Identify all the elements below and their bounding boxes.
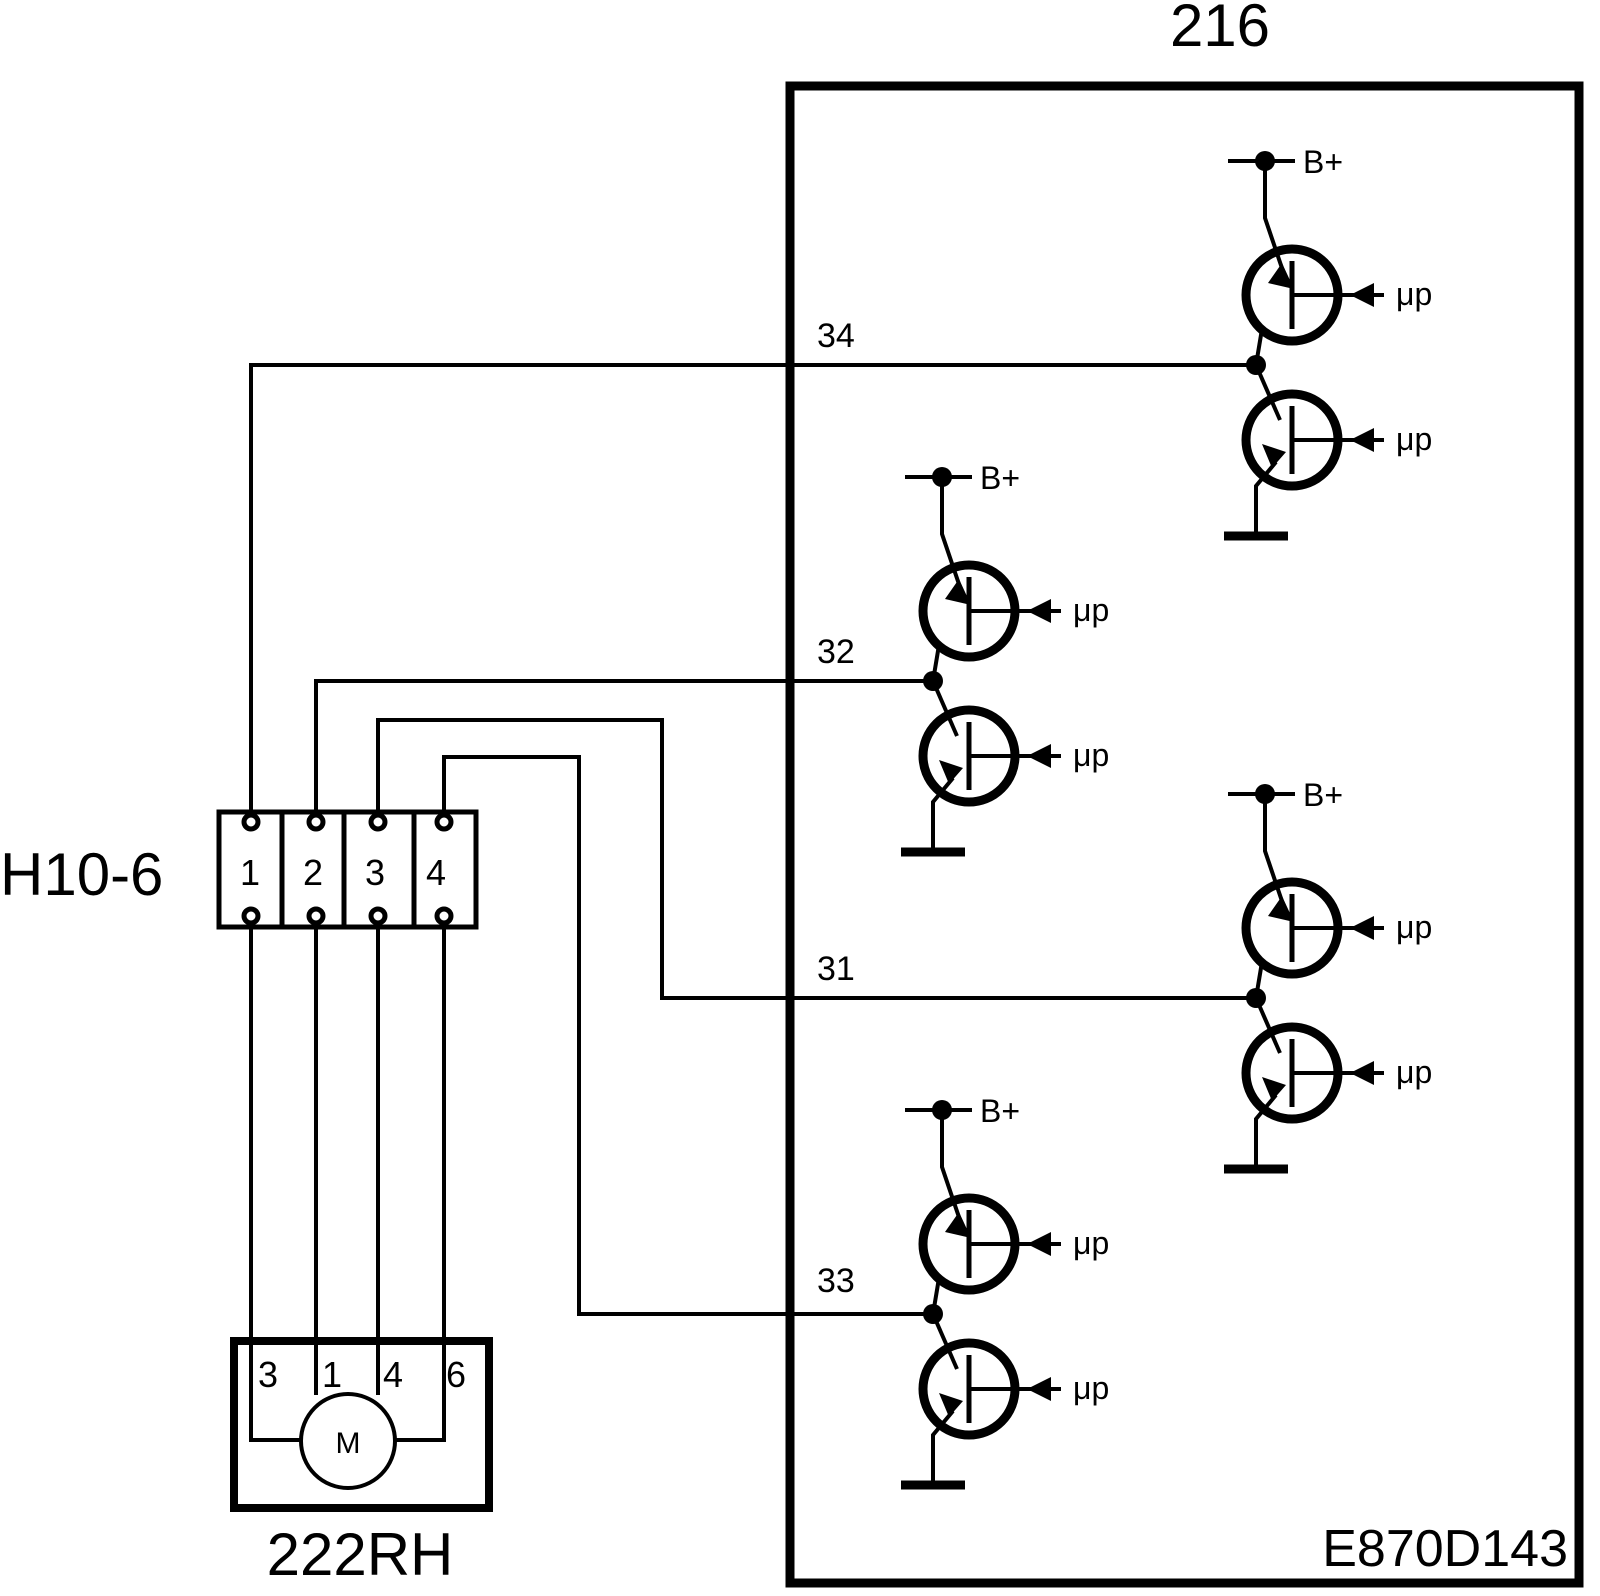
wire-label-31: 31 [817, 950, 855, 988]
motor-pin: 1 [322, 1354, 342, 1395]
motor-label: 222RH [267, 1521, 454, 1588]
collector-lead [940, 1110, 966, 1233]
module-label: 216 [1170, 0, 1270, 59]
connector-pin: 2 [303, 852, 323, 893]
collector-lead [931, 1313, 959, 1370]
emitter-arrow-icon [939, 1393, 963, 1417]
collector-lead [1254, 364, 1282, 421]
motor-pin: 3 [258, 1354, 278, 1395]
harness-wires [249, 363, 1252, 1316]
wire-32 [314, 679, 928, 815]
control-label: μp [1073, 1225, 1109, 1261]
ground-lead [931, 776, 955, 852]
control-label: μp [1073, 592, 1109, 628]
connector-label: H10-6 [0, 841, 163, 908]
connector-terminals [241, 812, 454, 926]
control-label: μp [1396, 421, 1432, 457]
connector-h10-6 [216, 809, 479, 930]
wire-33 [442, 755, 928, 1316]
control-arrow-icon [1027, 1377, 1051, 1401]
emitter-arrow-icon [1262, 444, 1286, 468]
collector-lead [1263, 794, 1289, 917]
emitter-arrow-icon [1268, 263, 1294, 289]
ground-lead [1254, 1093, 1278, 1169]
collector-lead [940, 477, 966, 600]
motor-pin: 4 [383, 1354, 403, 1395]
control-label: μp [1073, 1370, 1109, 1406]
supply-label: B+ [980, 460, 1020, 496]
collector-lead [1254, 997, 1282, 1054]
ground-lead [931, 1409, 955, 1485]
emitter-arrow-icon [1268, 896, 1294, 922]
emitter-arrow-icon [939, 760, 963, 784]
wire-31 [376, 718, 1252, 1000]
connector-pin: 1 [240, 852, 260, 893]
ground-lead [1254, 460, 1278, 536]
control-arrow-icon [1027, 1232, 1051, 1256]
wire-label-33: 33 [817, 1262, 855, 1300]
wire-34 [249, 363, 1252, 815]
emitter-arrow-icon [945, 579, 971, 605]
wire-label-34: 34 [817, 317, 855, 355]
wire-label-32: 32 [817, 633, 855, 671]
connector-pin: 4 [426, 852, 446, 893]
collector-lead [1263, 161, 1289, 284]
emitter-arrow-icon [1262, 1077, 1286, 1101]
control-arrow-icon [1350, 428, 1374, 452]
module-216-box [785, 81, 1584, 1588]
motor-wires [249, 923, 446, 1442]
motor-symbol [299, 1392, 397, 1490]
supply-label: B+ [1303, 777, 1343, 813]
collector-lead [931, 680, 959, 737]
control-label: μp [1073, 737, 1109, 773]
control-arrow-icon [1027, 744, 1051, 768]
control-arrow-icon [1027, 599, 1051, 623]
motor-222rh-box [230, 1337, 493, 1512]
control-arrow-icon [1350, 1061, 1374, 1085]
control-arrow-icon [1350, 916, 1374, 940]
motor-pin: 6 [446, 1354, 466, 1395]
motor-symbol-label: M [336, 1427, 361, 1460]
drawing-id: E870D143 [1322, 1520, 1568, 1578]
emitter-arrow-icon [945, 1212, 971, 1238]
control-label: μp [1396, 1054, 1432, 1090]
control-label: μp [1396, 909, 1432, 945]
connector-pin: 3 [365, 852, 385, 893]
control-arrow-icon [1350, 283, 1374, 307]
supply-label: B+ [1303, 144, 1343, 180]
supply-label: B+ [980, 1093, 1020, 1129]
control-label: μp [1396, 276, 1432, 312]
